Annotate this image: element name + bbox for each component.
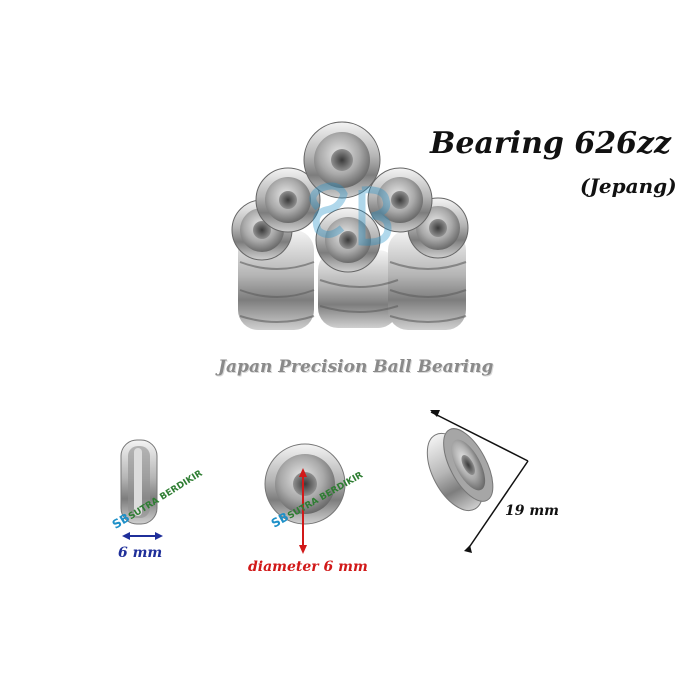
bearing-face-top	[303, 121, 381, 199]
width-label: 6 mm	[118, 545, 163, 561]
bearing-front-view	[264, 443, 346, 525]
product-subtitle: (Jepang)	[580, 174, 677, 198]
bearing-angled-view	[426, 428, 494, 511]
watermark-logo	[309, 182, 392, 246]
bore-label: diameter 6 mm	[248, 559, 368, 575]
bore-arrow	[299, 468, 307, 554]
width-arrow	[122, 532, 163, 540]
outer-diameter-label: 19 mm	[505, 503, 559, 519]
product-title: Bearing 626zz	[430, 126, 672, 161]
bearing-face-mid-right	[367, 167, 433, 233]
tagline: Japan Precision Ball Bearing	[218, 357, 494, 377]
bearing-face-mid-left	[255, 167, 321, 233]
bearing-side-view	[120, 439, 158, 525]
bearing-face-center-low	[315, 207, 381, 273]
outer-diameter-arrow	[430, 410, 529, 553]
